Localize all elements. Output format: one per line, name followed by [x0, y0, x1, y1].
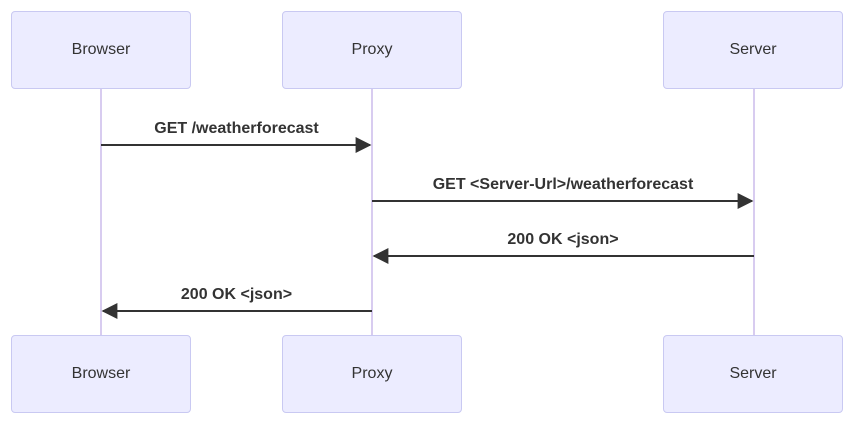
lifeline-server	[753, 89, 755, 336]
actor-box-proxy-bottom: Proxy	[282, 335, 462, 413]
actor-label-proxy: Proxy	[351, 365, 393, 382]
message-label-3: 200 OK <json>	[507, 231, 619, 248]
actor-label-proxy: Proxy	[351, 41, 393, 58]
message-label-4: 200 OK <json>	[180, 286, 293, 303]
message-label-2: GET <Server-Url>/weatherforecast	[432, 176, 694, 193]
actor-label-server: Server	[729, 41, 777, 58]
actor-label-browser: Browser	[71, 41, 131, 58]
actor-box-proxy-top: Proxy	[282, 11, 462, 89]
actor-box-browser-top: Browser	[11, 11, 191, 89]
actor-label-server: Server	[729, 365, 777, 382]
actor-box-server-top: Server	[663, 11, 843, 89]
message-label-1: GET /weatherforecast	[154, 120, 319, 137]
actor-box-server-bottom: Server	[663, 335, 843, 413]
actor-label-browser: Browser	[71, 365, 131, 382]
lifeline-proxy	[371, 89, 373, 336]
lifeline-browser	[100, 89, 102, 336]
actor-box-browser-bottom: Browser	[11, 335, 191, 413]
